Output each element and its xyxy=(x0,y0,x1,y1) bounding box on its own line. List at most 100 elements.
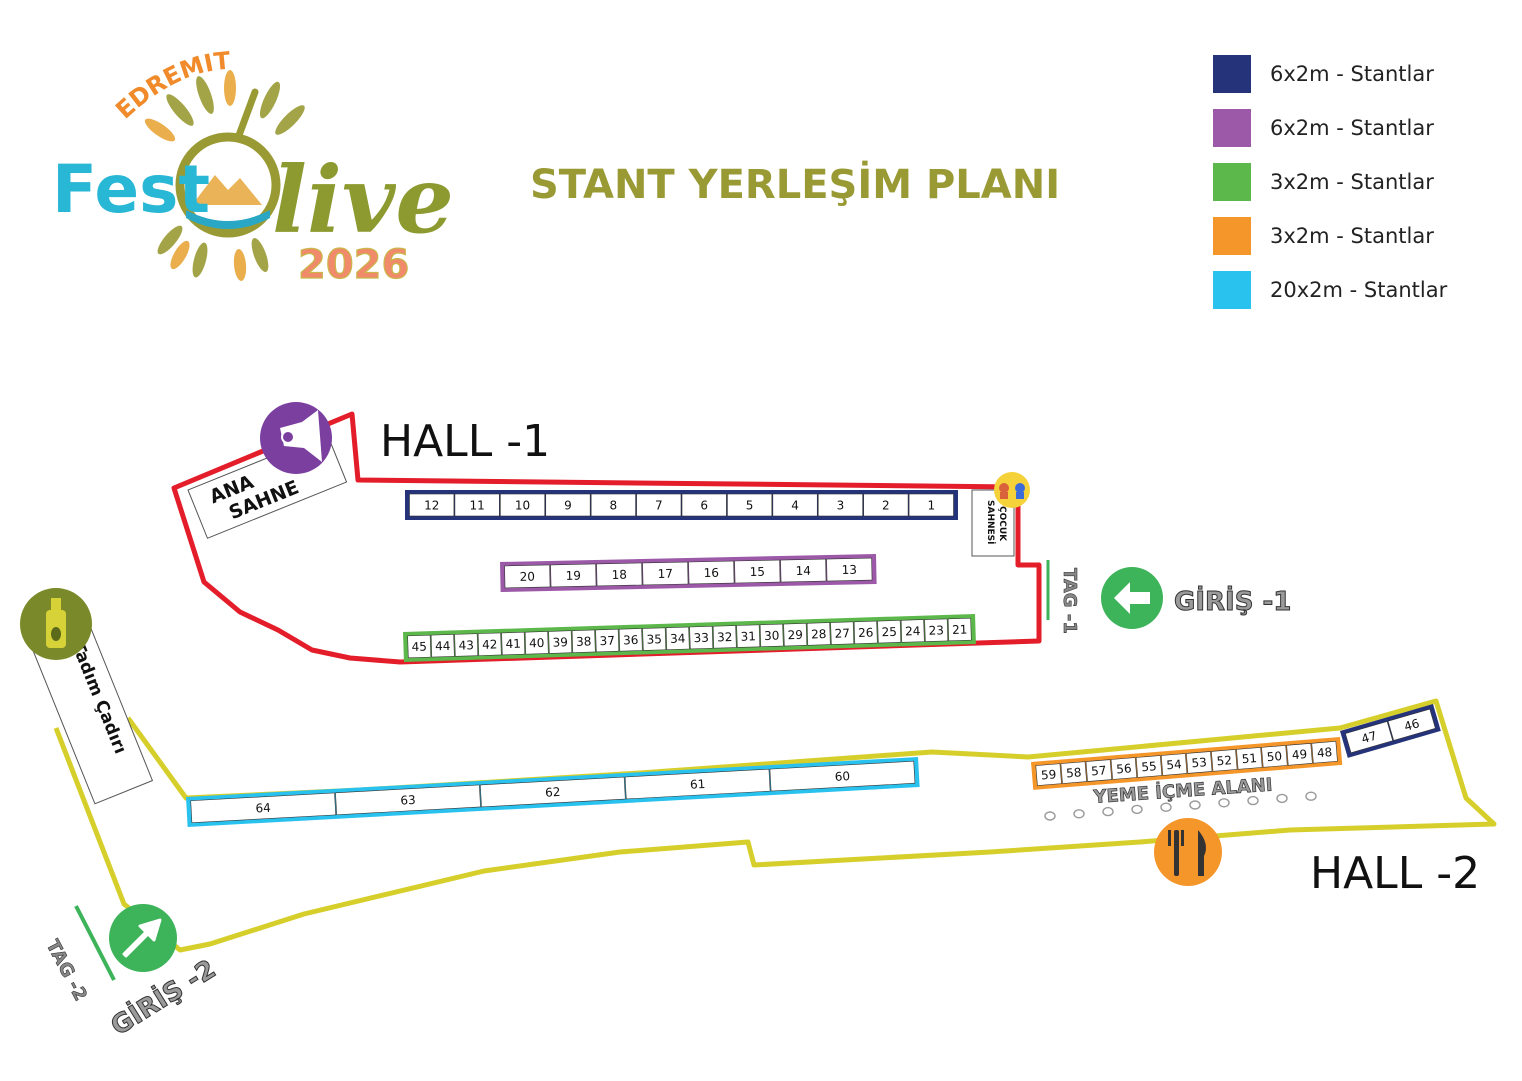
stand-cell[interactable] xyxy=(759,623,784,648)
stand-cell[interactable] xyxy=(504,564,551,589)
hall-2-outline xyxy=(53,698,1497,953)
stand-number: 16 xyxy=(704,566,720,580)
kids-icon xyxy=(994,472,1030,508)
stand-cell[interactable] xyxy=(545,493,591,517)
stand-cell[interactable] xyxy=(548,630,573,654)
stand-cell[interactable] xyxy=(863,493,909,517)
stand-cell[interactable] xyxy=(769,760,916,792)
stand-cell[interactable] xyxy=(1286,743,1313,766)
stand-cell[interactable] xyxy=(736,624,761,648)
stand-cell[interactable] xyxy=(642,627,667,651)
stand-cell[interactable] xyxy=(924,618,949,642)
stand-cell[interactable] xyxy=(1211,749,1238,772)
stand-number: 17 xyxy=(658,567,674,581)
stand-cell[interactable] xyxy=(1387,708,1436,741)
stand-cell[interactable] xyxy=(780,558,827,583)
stand-cell[interactable] xyxy=(454,633,479,657)
stand-cell[interactable] xyxy=(772,493,818,517)
stand-number: 20 xyxy=(520,570,536,584)
arrow-up-right-icon[interactable] xyxy=(109,904,177,972)
stand-cell[interactable] xyxy=(1160,753,1188,776)
stand-cell[interactable] xyxy=(908,493,954,517)
stand-cell[interactable] xyxy=(480,776,626,808)
stand-cell[interactable] xyxy=(689,625,714,650)
stand-cell[interactable] xyxy=(1236,747,1263,770)
stand-cell[interactable] xyxy=(618,628,643,652)
food-table xyxy=(1305,791,1317,801)
stand-cell[interactable] xyxy=(1060,761,1087,784)
stand-cell[interactable] xyxy=(830,621,855,645)
stand-cell[interactable] xyxy=(1345,721,1394,754)
stand-cell[interactable] xyxy=(335,784,481,816)
stand-number: 25 xyxy=(881,625,897,639)
tasting-tent: Tadım Çadırı xyxy=(31,624,154,805)
stand-cell[interactable] xyxy=(642,561,689,586)
stand-number: 7 xyxy=(655,498,663,512)
food-tables xyxy=(1044,791,1317,821)
stand-number: 32 xyxy=(717,630,733,644)
stand-cell[interactable] xyxy=(477,632,502,656)
stand-number: 57 xyxy=(1091,763,1107,778)
stand-number: 21 xyxy=(952,623,968,637)
stand-number: 43 xyxy=(458,638,474,652)
food-table xyxy=(1189,800,1201,810)
stand-cell[interactable] xyxy=(636,493,682,517)
stand-number: 31 xyxy=(740,629,756,643)
stand-number: 37 xyxy=(599,634,615,648)
stand-cell[interactable] xyxy=(826,557,873,582)
stand-number: 41 xyxy=(505,637,521,651)
stand-cell[interactable] xyxy=(524,631,549,655)
stand-cell[interactable] xyxy=(1261,745,1288,768)
stand-cell[interactable] xyxy=(409,493,455,517)
stand-cell[interactable] xyxy=(550,563,597,588)
stand-cell[interactable] xyxy=(590,493,636,517)
stand-cell[interactable] xyxy=(665,626,690,651)
stand-cell[interactable] xyxy=(853,620,878,645)
stand-number: 2 xyxy=(882,498,890,512)
stand-cell[interactable] xyxy=(712,625,737,649)
tag-1-label: TAG -1 xyxy=(1059,568,1080,634)
stand-number: 18 xyxy=(612,568,628,582)
stand-number: 58 xyxy=(1066,765,1082,780)
stand-cell[interactable] xyxy=(430,634,455,658)
stand-cell[interactable] xyxy=(900,619,925,643)
kids-stage-line2: SAHNESİ xyxy=(985,500,996,545)
stand-cell[interactable] xyxy=(1035,763,1062,786)
stand-cell[interactable] xyxy=(624,768,771,800)
kids-stage: ÇOCUK SAHNESİ xyxy=(971,489,1015,557)
stand-cell[interactable] xyxy=(1110,757,1138,780)
stand-cell[interactable] xyxy=(688,560,735,585)
stand-cell[interactable] xyxy=(1085,759,1113,782)
stand-cell[interactable] xyxy=(806,622,831,646)
stand-number: 55 xyxy=(1141,759,1157,774)
stand-cell[interactable] xyxy=(817,493,863,517)
stand-cell[interactable] xyxy=(1135,755,1163,778)
arrow-left-icon[interactable] xyxy=(1101,567,1163,629)
stand-number: 14 xyxy=(796,564,812,578)
stand-cell[interactable] xyxy=(596,562,643,587)
stand-cell[interactable] xyxy=(1185,751,1213,774)
stand-cell[interactable] xyxy=(595,628,620,653)
stand-number: 27 xyxy=(834,626,850,640)
stand-cell[interactable] xyxy=(877,620,902,644)
stand-cell[interactable] xyxy=(681,493,727,517)
stand-cell[interactable] xyxy=(734,559,781,584)
stand-number: 47 xyxy=(1360,729,1379,747)
food-table xyxy=(1102,806,1114,817)
food-table xyxy=(1160,802,1172,812)
stand-number: 46 xyxy=(1403,716,1422,734)
stand-cell[interactable] xyxy=(571,629,596,653)
stand-cell[interactable] xyxy=(783,623,808,647)
stand-cell[interactable] xyxy=(407,634,432,659)
stand-cell[interactable] xyxy=(454,493,500,517)
stand-number: 59 xyxy=(1041,767,1057,782)
stand-cell[interactable] xyxy=(727,493,773,517)
stand-cell[interactable] xyxy=(501,631,526,656)
stand-cell[interactable] xyxy=(190,792,337,824)
stand-cell[interactable] xyxy=(1311,741,1338,764)
stand-number: 36 xyxy=(623,633,639,647)
stand-cell[interactable] xyxy=(500,493,546,517)
stand-cell[interactable] xyxy=(947,617,972,642)
festival-logo: EDREMIT Fest live 2026 xyxy=(52,47,454,289)
